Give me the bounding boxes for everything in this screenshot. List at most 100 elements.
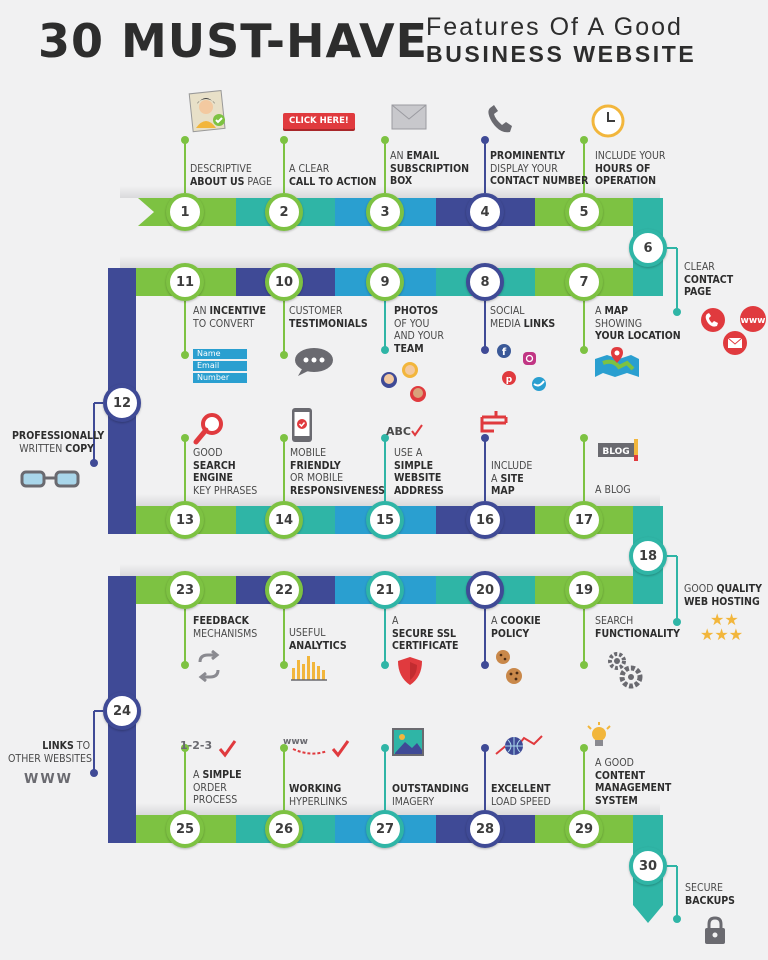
feature-label-line: GOOD QUALITY [684,583,762,596]
step-node-4: 4 [466,193,504,231]
label-emphasis: CALL TO ACTION [289,175,377,188]
connector-line [667,865,677,867]
connector-dot [181,744,189,752]
feature-label-line: PROCESS [193,794,242,807]
feature-label-line: ADDRESS [394,485,444,498]
road-end-arrow [633,905,663,923]
step-node-12: 12 [103,384,141,422]
connector-dot [280,351,288,359]
feature-label-line: MAP [491,485,532,498]
feature-label-line: ENGINE [193,472,257,485]
title-line-2: BUSINESS WEBSITE [426,41,697,67]
connector-dot [580,434,588,442]
feature-label-line: TEAM [394,343,444,356]
label-emphasis: CONTENT [595,769,646,782]
feature-label-line: MANAGEMENT [595,782,671,795]
feature-label-line: GOOD [193,447,257,460]
feature-label-line: FEEDBACK [193,615,257,628]
step-node-29: 29 [565,810,603,848]
connector-dot [90,459,98,467]
contact-icons: www [693,305,767,361]
step-node-5: 5 [565,193,603,231]
padlock-icon [702,916,728,950]
label-emphasis: SIMPLE [394,459,434,472]
feature-label-line: A BLOG [595,484,631,497]
feature-label-line: AND YOUR [394,330,444,343]
label-emphasis: EXCELLENT [491,783,551,795]
label-emphasis: WEBSITE [394,472,442,484]
feature-label-line: A COOKIE [491,615,541,628]
feature-label-line: WORKING [289,783,347,796]
www-icon: WWW [24,772,73,787]
feature-label-line: WEB HOSTING [684,596,762,609]
step-node-13: 13 [166,501,204,539]
feature-label-line: CONTACT [684,274,733,287]
connector-line [93,711,95,773]
feature-label-line: PROMINENTLY [490,150,588,163]
step-node-2: 2 [265,193,303,231]
connector-line [94,710,103,712]
step-node-23: 23 [166,571,204,609]
clock-icon [591,104,625,142]
label-text: OTHER WEBSITES [8,752,92,765]
label-text: OR MOBILE [290,472,344,484]
connector-line [283,301,285,355]
feature-label-line: ANALYTICS [289,640,347,653]
step-node-16: 16 [466,501,504,539]
label-text: A CLEAR [289,163,330,175]
feature-label-line: TESTIMONIALS [289,318,368,331]
feature-label-line: CLEAR [684,261,733,274]
label-emphasis: WORKING [289,783,342,795]
feature-label-line: MECHANISMS [193,628,257,641]
connector-line [283,438,285,501]
speech-bubble-icon [294,347,334,381]
feature-label-line: HOURS OF [595,163,665,176]
label-emphasis: HOURS OF [595,162,651,175]
lightbulb-icon [586,722,612,758]
label-text: A [491,472,501,485]
connector-line [384,140,386,193]
map-icon [593,345,641,383]
label-emphasis: SITE [500,472,524,485]
connector-dot [280,136,288,144]
label-emphasis: POLICY [491,627,530,640]
label-emphasis: CONTACT NUMBER [490,175,589,187]
connector-dot [673,915,681,923]
connector-line [583,140,585,193]
feature-label-line: BACKUPS [685,895,735,908]
label-text: A [193,769,203,781]
label-emphasis: SYSTEM [595,794,638,807]
bar-chart-icon [291,652,329,686]
feature-label-line: BOX [390,175,469,188]
feature-label-line: SHOWING [595,318,681,331]
feature-label-line: A [392,615,458,628]
click-here-label: CLICK HERE! [283,113,355,129]
feature-label-line: INCLUDE YOUR [595,150,665,163]
label-emphasis: ANALYTICS [289,639,347,652]
label-text: GOOD [193,447,223,459]
envelope-icon [391,104,427,134]
feature-label-line: OUTSTANDING [392,783,469,796]
label-emphasis: COOKIE [500,615,541,627]
connector-line [384,438,386,501]
feature-label-line: DESCRIPTIVE [190,163,272,176]
connector-line [484,140,486,193]
feature-label-line: SIMPLE [394,460,444,473]
connector-line [384,748,386,810]
feature-label-line: PHOTOS [394,305,444,318]
connector-line [283,609,285,665]
label-text: SOCIAL [490,305,525,317]
step-node-17: 17 [565,501,603,539]
label-text: MOBILE [290,447,327,459]
connector-dot [481,136,489,144]
label-emphasis: LINKS [42,740,74,752]
connector-line [184,748,186,810]
label-text: INCLUDE [491,460,533,472]
connector-dot [381,434,389,442]
